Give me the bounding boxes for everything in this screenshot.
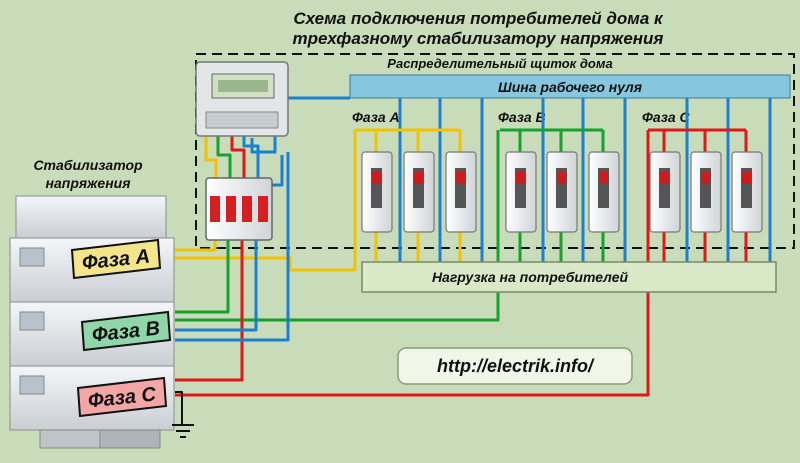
- load-label: Нагрузка на потребителей: [432, 269, 629, 285]
- breaker-icon: [649, 151, 681, 233]
- load-bar: [361, 261, 777, 293]
- phase-a-tag: Фаза А: [70, 238, 162, 280]
- group-a-label: Фаза А: [352, 109, 400, 125]
- neutral-bus-label: Шина рабочего нуля: [498, 79, 642, 95]
- breaker-icon: [505, 151, 537, 233]
- ground-icon: [172, 424, 194, 438]
- branch-breakers: [361, 151, 763, 233]
- neutral-drops: [398, 98, 772, 262]
- phase-b-output-wire: [175, 130, 500, 322]
- neutral-bus: [349, 74, 791, 99]
- neutral-meter-wire: [272, 155, 284, 187]
- group-b-label: Фаза В: [498, 109, 546, 125]
- panel-label: Распределительный щиток дома: [387, 56, 612, 71]
- phase-c-input-wire: [175, 240, 244, 382]
- breaker-icon: [445, 151, 477, 233]
- breaker-icon: [403, 151, 435, 233]
- title-line-2: трехфазному стабилизатору напряжения: [293, 29, 664, 48]
- phase-b-input-wire: [175, 240, 230, 314]
- breaker-icon: [690, 151, 722, 233]
- breaker-icon: [588, 151, 620, 233]
- url-text: http://electrik.info/: [437, 356, 595, 376]
- ground-wire: [175, 391, 183, 425]
- phase-b-tag: Фаза В: [80, 310, 172, 352]
- phase-c-output-wire: [175, 130, 650, 397]
- meter-icon: [195, 61, 289, 137]
- breaker-icon: [546, 151, 578, 233]
- distribution-panel-frame: [195, 53, 795, 249]
- phase-c-tag: Фаза С: [76, 376, 168, 418]
- breaker-icon: [731, 151, 763, 233]
- neutral-input-wire: [175, 240, 258, 332]
- title-line-1: Схема подключения потребителей дома к: [293, 9, 664, 28]
- url-box: [397, 347, 633, 385]
- stabilizer-label-line-2: напряжения: [46, 175, 131, 191]
- wires: [165, 96, 772, 425]
- phase-a-output-wire: [170, 130, 357, 272]
- breaker-icon: [361, 151, 393, 233]
- phase-a-input-wire: [165, 240, 217, 252]
- group-c-label: Фаза С: [642, 109, 691, 125]
- stabilizer-label-line-1: Стабилизатор: [33, 157, 143, 173]
- neutral-return-wire: [175, 152, 290, 342]
- input-breaker-icon: [205, 177, 273, 241]
